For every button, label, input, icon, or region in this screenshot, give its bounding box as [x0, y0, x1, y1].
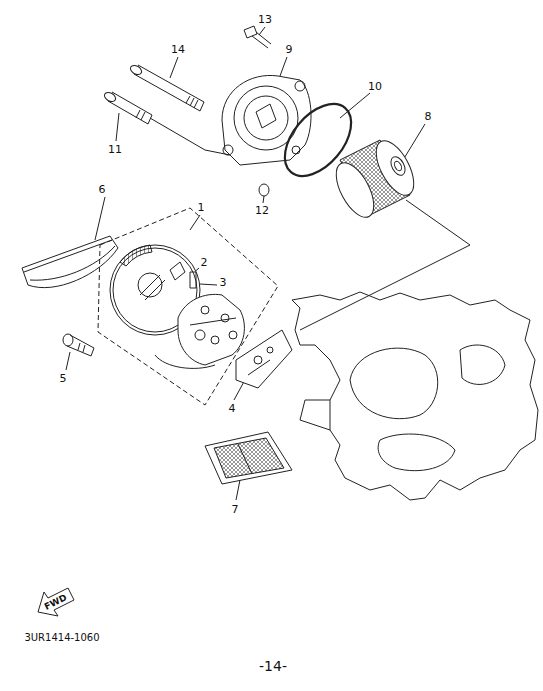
- callout-number: 14: [170, 43, 186, 56]
- callout-number: 1: [197, 201, 206, 214]
- callout-number: 11: [107, 143, 123, 156]
- callout-number: 7: [231, 503, 240, 516]
- callout-number: 4: [228, 402, 237, 415]
- callout-number: 3: [219, 276, 228, 289]
- callout-number: 2: [200, 256, 209, 269]
- callout-number: 12: [254, 204, 270, 217]
- callout-number: 13: [257, 13, 273, 26]
- page-number: -14-: [258, 658, 288, 674]
- callout-number: 10: [367, 80, 383, 93]
- callout-number: 8: [424, 110, 433, 123]
- drawing-code: 3UR1414-1060: [23, 632, 100, 644]
- callout-number: 5: [59, 372, 68, 385]
- callout-number: 6: [98, 183, 107, 196]
- callout-number: 9: [285, 43, 294, 56]
